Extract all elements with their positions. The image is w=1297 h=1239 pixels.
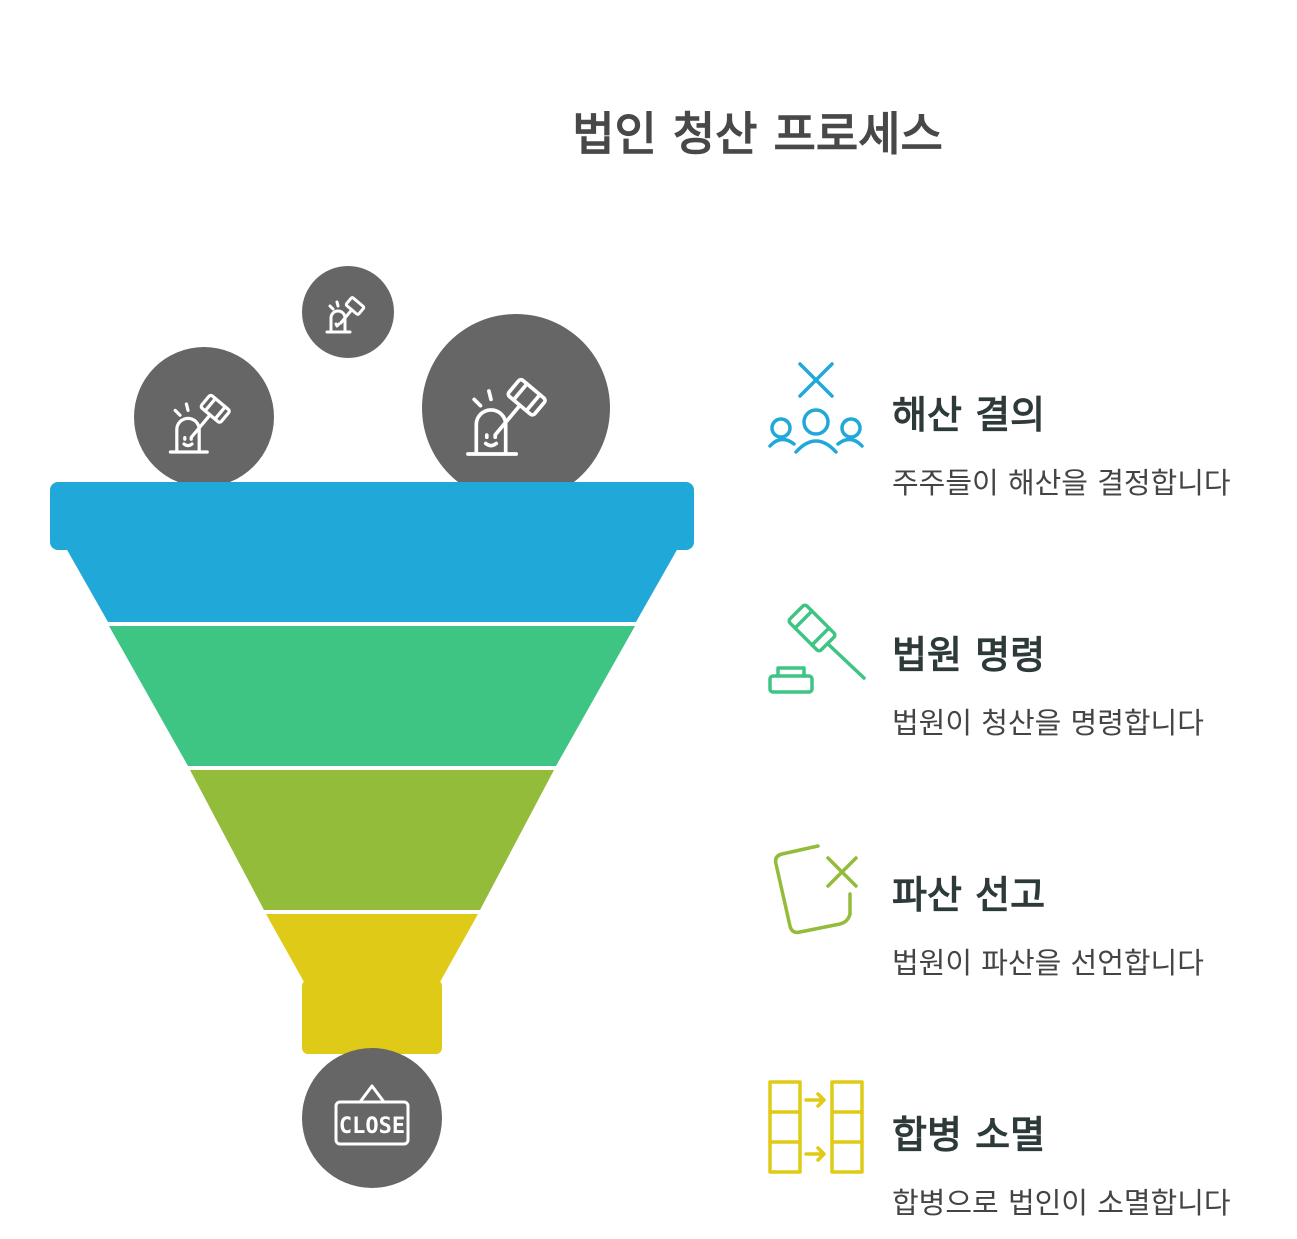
- close-sign-text: CLOSE: [339, 1114, 405, 1139]
- people-cross-icon: [768, 362, 864, 454]
- funnel-circle-small: [302, 266, 394, 358]
- gavel-siren-icon: [325, 296, 366, 334]
- square-cross-icon: [773, 844, 858, 935]
- step-1-description: 주주들이 해산을 결정합니다: [892, 466, 1231, 500]
- diagram-title: 법인 청산 프로세스: [572, 107, 943, 161]
- step-3-description: 법원이 파산을 선언합니다: [892, 946, 1204, 980]
- funnel-level-1: [50, 482, 694, 622]
- funnel-output-circle: CLOSE: [302, 1048, 442, 1188]
- step-2-title: 법원 명령: [892, 633, 1046, 677]
- funnel-level-3: [190, 770, 554, 910]
- close-sign-icon: CLOSE: [334, 1084, 410, 1146]
- funnel-circle-right: [422, 314, 610, 502]
- step-2-description: 법원이 청산을 명령합니다: [892, 706, 1204, 740]
- gavel-siren-icon: [168, 393, 231, 454]
- gavel-siren-icon: [466, 377, 547, 456]
- funnel-circle-left: [134, 347, 274, 487]
- funnel-level-4: [266, 914, 478, 1054]
- step-3-title: 파산 선고: [892, 873, 1046, 917]
- step-1-title: 해산 결의: [892, 393, 1046, 437]
- funnel-level-2: [109, 626, 635, 766]
- merge-columns-icon: [768, 1080, 864, 1174]
- gavel-icon: [768, 603, 866, 694]
- step-4-title: 합병 소멸: [892, 1113, 1046, 1157]
- step-4-description: 합병으로 법인이 소멸합니다: [892, 1186, 1231, 1220]
